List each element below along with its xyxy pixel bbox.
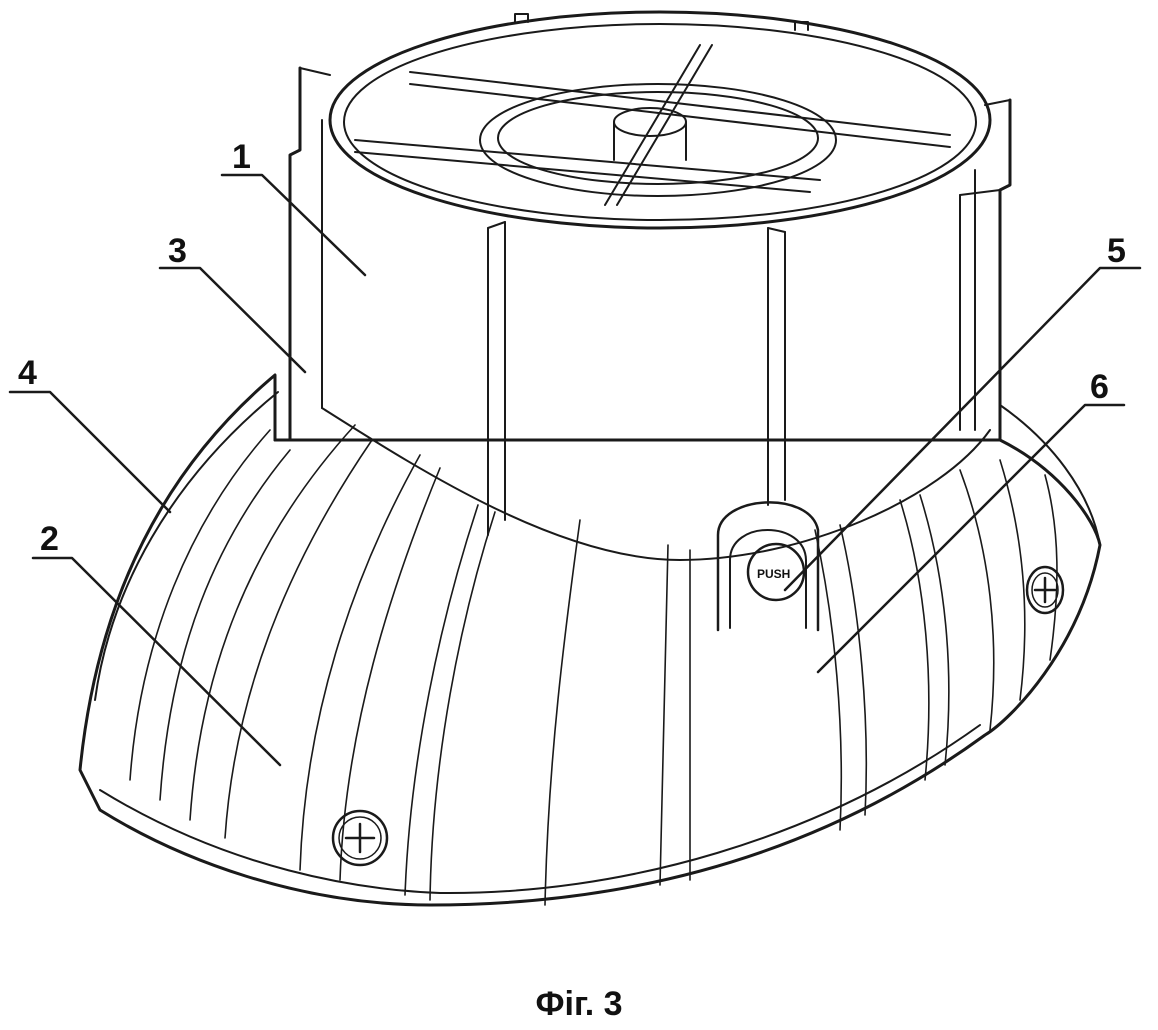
callout-6-label: 6 <box>1090 368 1109 406</box>
figure-caption: Фіг. 3 <box>535 985 623 1023</box>
skirt-rib <box>129 429 271 781</box>
screw-cross-icon <box>344 822 376 854</box>
callout-4-leader <box>8 390 172 514</box>
cylinder-skirt-intersection <box>321 407 991 561</box>
center-hub-sides <box>613 121 687 161</box>
callout-2: 2 <box>31 520 282 767</box>
push-button-text: PUSH <box>757 567 790 581</box>
top-clip <box>514 13 529 23</box>
callout-3-label: 3 <box>168 232 187 270</box>
cylinder-rib-cap <box>767 227 786 233</box>
top-grill-ring <box>328 10 992 230</box>
push-button-assembly: PUSH <box>716 501 820 632</box>
upper-cylinder-body <box>273 66 1012 536</box>
top-clip <box>794 21 809 31</box>
skirt-rib <box>1044 474 1058 661</box>
screw-left <box>331 809 389 867</box>
right-flange-top <box>984 99 1011 106</box>
skirt-rib <box>659 544 669 886</box>
callout-4: 4 <box>8 354 172 514</box>
skirt-rib <box>339 467 441 881</box>
skirt-bottom-edge <box>99 724 981 895</box>
skirt-rib <box>999 459 1026 701</box>
callout-6-leader <box>816 403 1126 674</box>
callout-5-label: 5 <box>1107 232 1126 270</box>
left-flange <box>273 66 302 442</box>
skirt-rib <box>404 504 479 896</box>
cylinder-rib-cap <box>487 221 506 229</box>
callout-5: 5 <box>783 232 1142 592</box>
skirt-rim-edge-left <box>94 391 279 701</box>
callout-5-leader <box>783 266 1142 592</box>
inner-ring <box>479 83 837 197</box>
skirt-rib <box>544 519 581 906</box>
spoke-vertical <box>604 44 713 206</box>
inner-ring-edge <box>497 91 819 185</box>
left-flange-top <box>299 67 331 76</box>
skirt-rib <box>814 529 843 831</box>
bell-skirt-outline <box>78 373 1102 907</box>
skirt-rib <box>429 511 496 901</box>
callout-2-label: 2 <box>40 520 59 558</box>
spoke-lower <box>354 139 821 193</box>
screw-right <box>1025 565 1065 615</box>
right-flange <box>998 98 1012 442</box>
callout-2-leader <box>31 556 282 767</box>
push-button-housing <box>716 501 820 632</box>
bell-skirt-base <box>78 373 1102 907</box>
callout-1-leader <box>220 173 367 277</box>
callout-1: 1 <box>220 138 367 277</box>
skirt-rib <box>224 439 373 839</box>
cylinder-rib-cap <box>959 189 1001 196</box>
skirt-rib <box>189 424 356 821</box>
skirt-ribs <box>129 424 1058 906</box>
skirt-rib <box>959 469 995 731</box>
callout-4-label: 4 <box>18 354 37 392</box>
outer-ring <box>328 10 992 230</box>
spoke-diagonal <box>409 71 951 148</box>
callout-6: 6 <box>816 368 1126 674</box>
skirt-rib <box>299 454 421 871</box>
push-button-guide <box>729 529 807 629</box>
skirt-rib <box>159 449 291 801</box>
skirt-rib <box>839 524 868 816</box>
callout-3: 3 <box>158 232 307 374</box>
callout-3-leader <box>158 266 307 374</box>
callout-1-label: 1 <box>232 138 251 176</box>
skirt-rim-edge-right <box>999 404 1101 546</box>
screw-cross-icon <box>1033 576 1057 604</box>
skirt-rib <box>919 494 950 766</box>
skirt-rib <box>899 499 930 781</box>
outer-ring-inner-edge <box>343 23 977 221</box>
